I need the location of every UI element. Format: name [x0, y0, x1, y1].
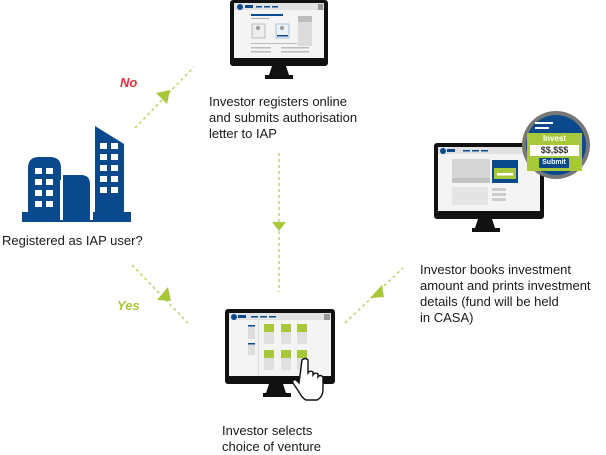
- arrow-up-right-line: [344, 267, 404, 324]
- book-investment-line-4: in CASA): [420, 310, 474, 325]
- arrow-yes-line: [131, 264, 189, 324]
- book-investment-line-3: details (fund will be held: [420, 294, 559, 309]
- arrow-up-right-head: [370, 285, 384, 298]
- registered-question-label: Registered as IAP user?: [2, 233, 143, 248]
- select-venture-label: Investor selects choice of venture: [222, 423, 321, 455]
- yes-label: Yes: [117, 298, 140, 313]
- register-online-line-3: letter to IAP: [209, 126, 277, 141]
- arrow-down-head: [272, 222, 286, 231]
- select-venture-line-1: Investor selects: [222, 423, 313, 438]
- book-investment-label: Investor books investment amount and pri…: [420, 262, 591, 326]
- book-investment-line-1: Investor books investment: [420, 262, 572, 277]
- no-label: No: [120, 75, 138, 90]
- hand-cursor-icon: [292, 357, 324, 401]
- invest-amount-input[interactable]: $$,$$$: [530, 145, 579, 156]
- register-online-line-2: and submits authorisation: [209, 110, 358, 125]
- arrow-yes-head: [157, 287, 171, 301]
- register-online-line-1: Investor registers online: [209, 94, 348, 109]
- register-online-label: Investor registers online and submits au…: [209, 94, 357, 142]
- select-venture-line-2: choice of venture: [222, 439, 322, 454]
- arrow-no-head: [156, 90, 170, 104]
- invest-submit-button[interactable]: Submit: [539, 158, 569, 168]
- book-investment-line-2: amount and prints investment: [420, 278, 591, 293]
- invest-title: Invest: [542, 134, 567, 143]
